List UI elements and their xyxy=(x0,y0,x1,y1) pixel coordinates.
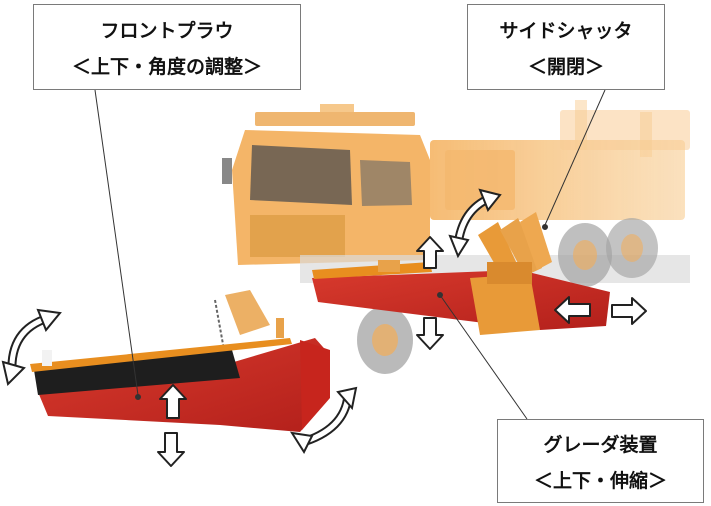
arrow-right-icon xyxy=(611,297,647,325)
leader-line-grader xyxy=(439,294,528,420)
arrow-up-icon xyxy=(159,384,187,419)
truck-crane xyxy=(560,110,690,150)
plow-top-rail xyxy=(30,338,292,372)
grader-device xyxy=(312,260,610,335)
side-shutter xyxy=(478,212,552,284)
callout-side-shutter-sub: ＜開閉＞ xyxy=(527,56,604,78)
callout-grader: グレーダ装置 ＜上下・伸縮＞ xyxy=(497,419,704,503)
windshield xyxy=(250,145,352,205)
plow-blade-black xyxy=(34,350,240,395)
callout-front-plow-title: フロントプラウ xyxy=(100,20,234,42)
rear-tire-2 xyxy=(606,218,658,278)
rotate-arrows xyxy=(1,188,502,455)
leader-lines xyxy=(94,89,606,420)
motion-arrows xyxy=(157,236,647,467)
side-window xyxy=(360,160,412,206)
leader-line-side-shutter xyxy=(544,89,606,226)
arrow-down-icon xyxy=(157,432,185,467)
arrow-down-icon xyxy=(416,317,444,350)
callout-front-plow-sub: ＜上下・角度の調整＞ xyxy=(71,56,262,78)
callout-side-shutter: サイドシャッタ ＜開閉＞ xyxy=(467,4,665,90)
plow-blade-red xyxy=(38,338,330,432)
arrow-left-icon xyxy=(554,296,591,324)
roof-rack xyxy=(255,112,415,126)
callout-front-plow: フロントプラウ ＜上下・角度の調整＞ xyxy=(33,4,301,90)
arrow-up-icon xyxy=(416,236,444,269)
callout-grader-sub: ＜上下・伸縮＞ xyxy=(533,470,667,492)
mirror xyxy=(222,158,232,184)
front-plow xyxy=(30,290,330,432)
callout-grader-title: グレーダ装置 xyxy=(543,434,658,456)
leader-line-front-plow xyxy=(94,89,139,396)
grille xyxy=(250,215,345,257)
callout-side-shutter-title: サイドシャッタ xyxy=(499,20,633,42)
